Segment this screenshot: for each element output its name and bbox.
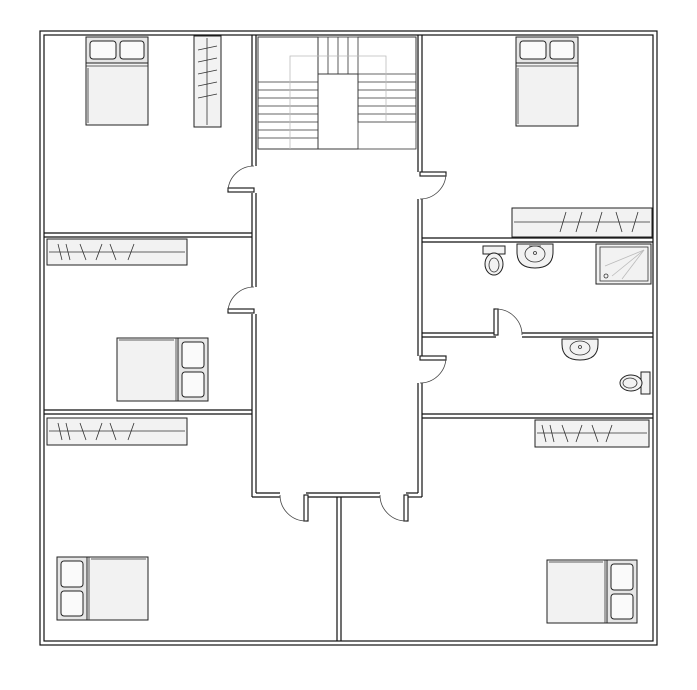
bed-top-left [85,36,149,126]
door-bedroom-bottom-left[interactable] [279,494,309,522]
bed-bottom-left [56,556,149,621]
sink-wc [561,338,599,361]
door-bedroom-top-left[interactable] [227,165,255,193]
wardrobe-top-right [511,207,653,238]
staircase [257,36,417,150]
door-bedroom-bottom-right[interactable] [379,494,409,522]
wardrobe-bottom-right [534,419,650,448]
door-bedroom-middle-left[interactable] [227,286,255,314]
toilet-wc [619,371,651,395]
wardrobe-middle-left [46,238,188,266]
door-bathroom[interactable] [493,308,523,336]
wardrobe-top-left [193,35,222,128]
toilet-bathroom [482,245,506,276]
bed-bottom-right [546,559,638,624]
door-wc[interactable] [419,355,447,384]
wardrobe-bottom-left [46,417,188,446]
door-bedroom-top-right[interactable] [419,171,447,200]
interior-walls [44,35,653,641]
bed-middle-left [116,337,209,402]
shower-tray [595,243,652,285]
outer-wall [39,30,658,646]
sink-bathroom [516,243,554,269]
bed-top-right [515,36,579,127]
